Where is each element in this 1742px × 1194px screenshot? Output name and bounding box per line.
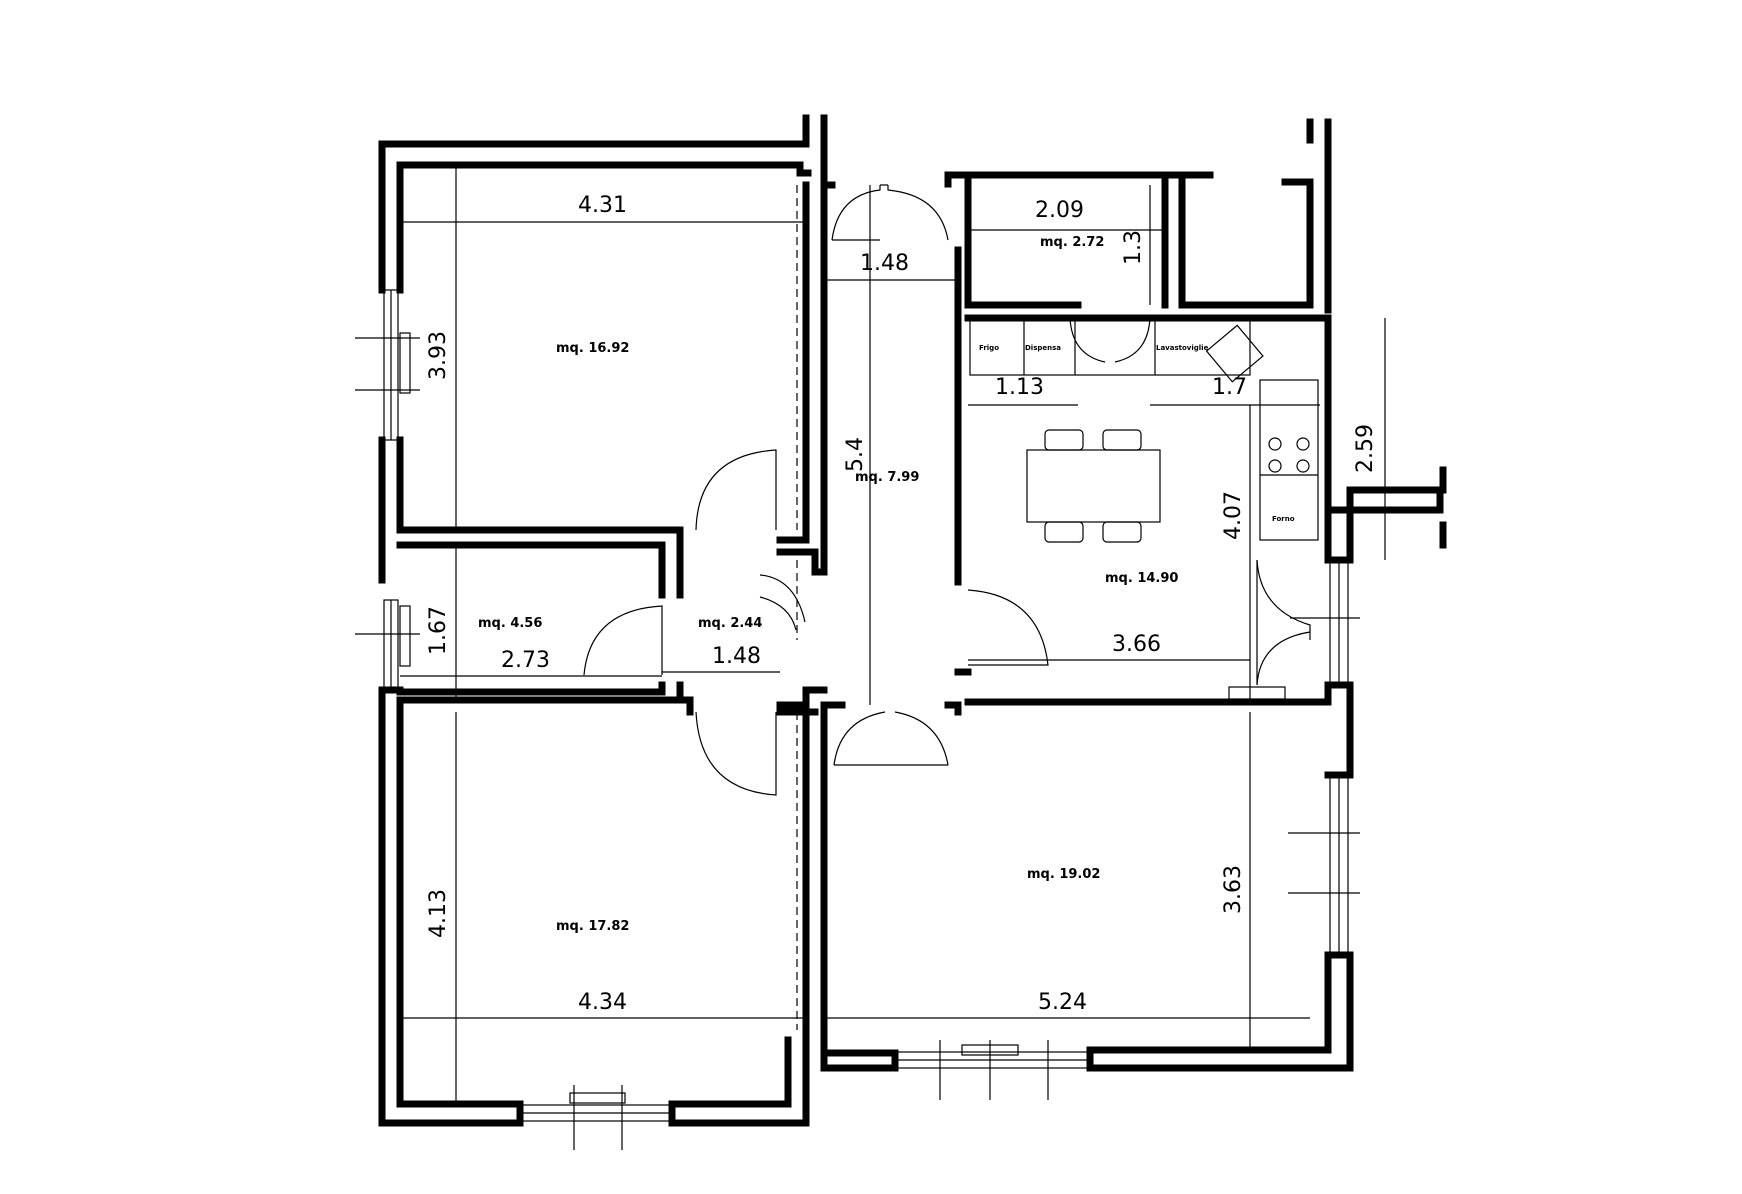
- area-hall: mq. 2.44: [698, 616, 762, 631]
- dim-bed1-height: 3.93: [426, 331, 451, 380]
- dim-small-room-width: 2.73: [501, 648, 550, 673]
- doors: [583, 184, 1311, 796]
- stove-icon: [1268, 437, 1310, 473]
- dim-corridor-length: 5.4: [843, 437, 868, 472]
- dimension-labels: 4.31 3.93 1.48 5.4 2.09 1.3 1.13 1.7 2.5…: [426, 193, 1378, 1015]
- kitchen-counter: [969, 319, 1251, 376]
- dishwasher-label: Lavastoviglie: [1156, 344, 1209, 352]
- area-living: mq. 19.02: [1027, 867, 1100, 882]
- area-labels: mq. 16.92 mq. 7.99 mq. 2.72 mq. 14.90 mq…: [478, 235, 1178, 934]
- dim-living-width: 5.24: [1038, 990, 1087, 1015]
- area-corridor: mq. 7.99: [855, 470, 919, 485]
- kitchen-furniture: [969, 319, 1319, 543]
- chair-icon: [1044, 429, 1142, 543]
- dim-bed1-width: 4.31: [578, 193, 627, 218]
- kitchen-sink: [1205, 324, 1264, 383]
- dimension-lines: [400, 165, 1386, 1104]
- dim-bath-width: 2.09: [1035, 198, 1084, 223]
- dim-bed2-width: 4.34: [578, 990, 627, 1015]
- dim-kitchen-right: 1.7: [1212, 375, 1247, 400]
- dim-corridor-width: 1.48: [860, 251, 909, 276]
- dim-kitchen-left: 1.13: [995, 375, 1044, 400]
- dim-kitchen-width: 3.66: [1112, 632, 1161, 657]
- dim-bath-height: 1.3: [1121, 230, 1146, 265]
- oven-label: Forno: [1272, 515, 1295, 523]
- area-kitchen: mq. 14.90: [1105, 571, 1178, 586]
- area-bath: mq. 2.72: [1040, 235, 1104, 250]
- dim-living-height: 3.63: [1221, 865, 1246, 914]
- dim-balcony-height: 2.59: [1353, 424, 1378, 473]
- fridge-label: Frigo: [979, 344, 999, 352]
- dim-small-room-height: 1.67: [426, 606, 451, 655]
- dining-table: [1026, 449, 1161, 523]
- dim-hall-width: 1.48: [712, 644, 761, 669]
- area-small-room: mq. 4.56: [478, 616, 542, 631]
- fixture-labels: Frigo Dispensa Lavastoviglie Forno: [979, 344, 1295, 523]
- pantry-label: Dispensa: [1025, 344, 1061, 352]
- windows: [355, 289, 1447, 1150]
- area-bed2: mq. 17.82: [556, 919, 629, 934]
- area-bed1: mq. 16.92: [556, 341, 629, 356]
- dim-kitchen-height: 4.07: [1221, 491, 1246, 540]
- dim-bed2-height: 4.13: [426, 889, 451, 938]
